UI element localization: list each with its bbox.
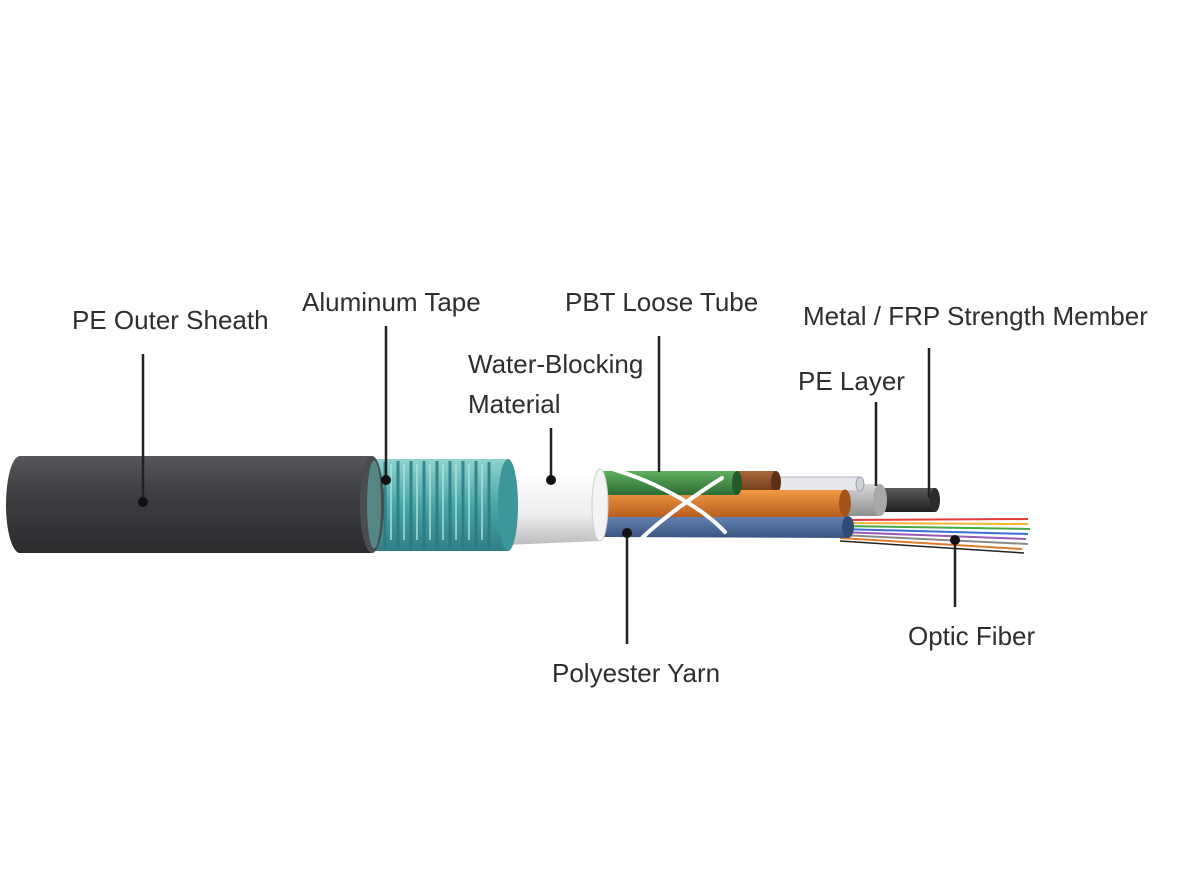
- strength-member: [880, 488, 940, 512]
- leader-lines: [141, 326, 957, 644]
- label-pbt-loose-tube: PBT Loose Tube: [565, 287, 759, 317]
- optic-fibers: [839, 518, 1031, 554]
- water-blocking-material: [505, 468, 609, 545]
- label-pe-layer: PE Layer: [798, 366, 905, 396]
- label-strength-member: Metal / FRP Strength Member: [803, 301, 1148, 331]
- pe-outer-sheath: [6, 456, 384, 553]
- polyester-yarn: [613, 468, 727, 542]
- label-optic-fiber: Optic Fiber: [908, 621, 1036, 651]
- aluminum-tape: [370, 459, 518, 551]
- label-water-blocking-line1: Water-Blocking: [468, 349, 644, 379]
- label-aluminum-tape: Aluminum Tape: [302, 287, 481, 317]
- label-pe-outer-sheath: PE Outer Sheath: [72, 305, 269, 335]
- label-polyester-yarn: Polyester Yarn: [552, 658, 721, 688]
- label-water-blocking-line2: Material: [468, 389, 561, 419]
- leader-dots: [138, 475, 960, 545]
